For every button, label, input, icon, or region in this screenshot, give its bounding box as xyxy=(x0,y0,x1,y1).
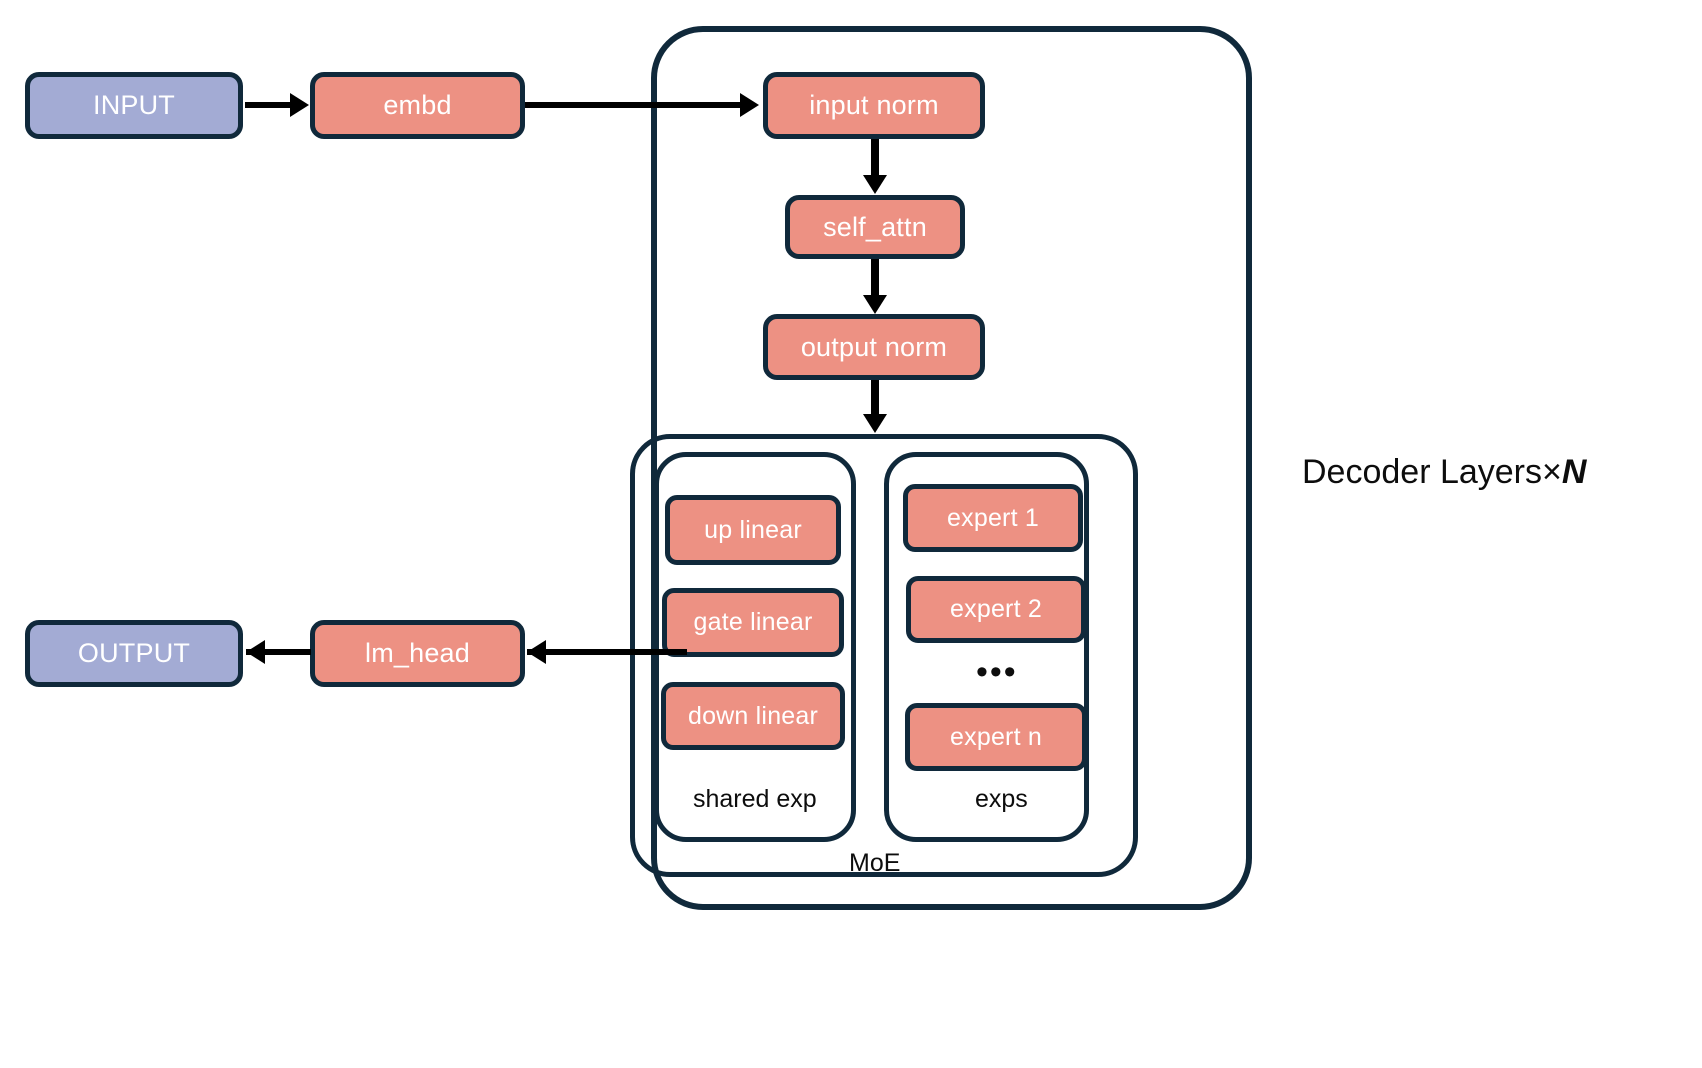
decoder-layers-side-label: Decoder Layers×N xyxy=(1302,455,1586,489)
shared-expert-label: shared exp xyxy=(693,785,817,813)
arrow-embd-to-inputnorm-line xyxy=(525,102,743,108)
embd-node[interactable]: embd xyxy=(310,72,525,139)
moe-label: MoE xyxy=(849,849,901,877)
gate-linear-node[interactable]: gate linear xyxy=(662,588,844,657)
experts-ellipsis: ••• xyxy=(976,653,1018,691)
self-attn-node[interactable]: self_attn xyxy=(785,195,965,259)
expert-n-node[interactable]: expert n xyxy=(905,703,1087,771)
input-node[interactable]: INPUT xyxy=(25,72,243,139)
arrow-embd-to-inputnorm-head xyxy=(740,93,759,117)
arrow-selfattn-to-outputnorm-head xyxy=(863,295,887,314)
arrow-outputnorm-to-moe-head xyxy=(863,414,887,433)
arrow-lmhead-to-output-head xyxy=(246,640,265,664)
down-linear-node[interactable]: down linear xyxy=(661,682,845,750)
input-norm-node[interactable]: input norm xyxy=(763,72,985,139)
expert-2-node[interactable]: expert 2 xyxy=(906,576,1086,643)
experts-container xyxy=(884,452,1089,842)
arrow-lmhead-to-output-line xyxy=(246,649,311,655)
arrow-input-to-embd-line xyxy=(245,102,293,108)
arrow-outputnorm-to-moe-line xyxy=(871,380,879,424)
arrow-decoder-to-lmhead-head xyxy=(527,640,546,664)
arrow-input-to-embd-head xyxy=(290,93,309,117)
arrow-decoder-to-lmhead-line xyxy=(527,649,687,655)
shared-expert-container xyxy=(654,452,856,842)
arrow-selfattn-to-outputnorm-line xyxy=(871,259,879,301)
output-norm-node[interactable]: output norm xyxy=(763,314,985,380)
arrow-inputnorm-to-selfattn-head xyxy=(863,175,887,194)
decoder-layers-count-variable: N xyxy=(1561,453,1587,491)
moe-container xyxy=(630,434,1138,877)
up-linear-node[interactable]: up linear xyxy=(665,495,841,565)
output-node[interactable]: OUTPUT xyxy=(25,620,243,687)
expert-1-node[interactable]: expert 1 xyxy=(903,484,1083,552)
experts-label: exps xyxy=(975,785,1028,813)
lm-head-node[interactable]: lm_head xyxy=(310,620,525,687)
decoder-layers-side-label-text: Decoder Layers× xyxy=(1302,453,1562,491)
arrow-inputnorm-to-selfattn-line xyxy=(871,139,879,181)
